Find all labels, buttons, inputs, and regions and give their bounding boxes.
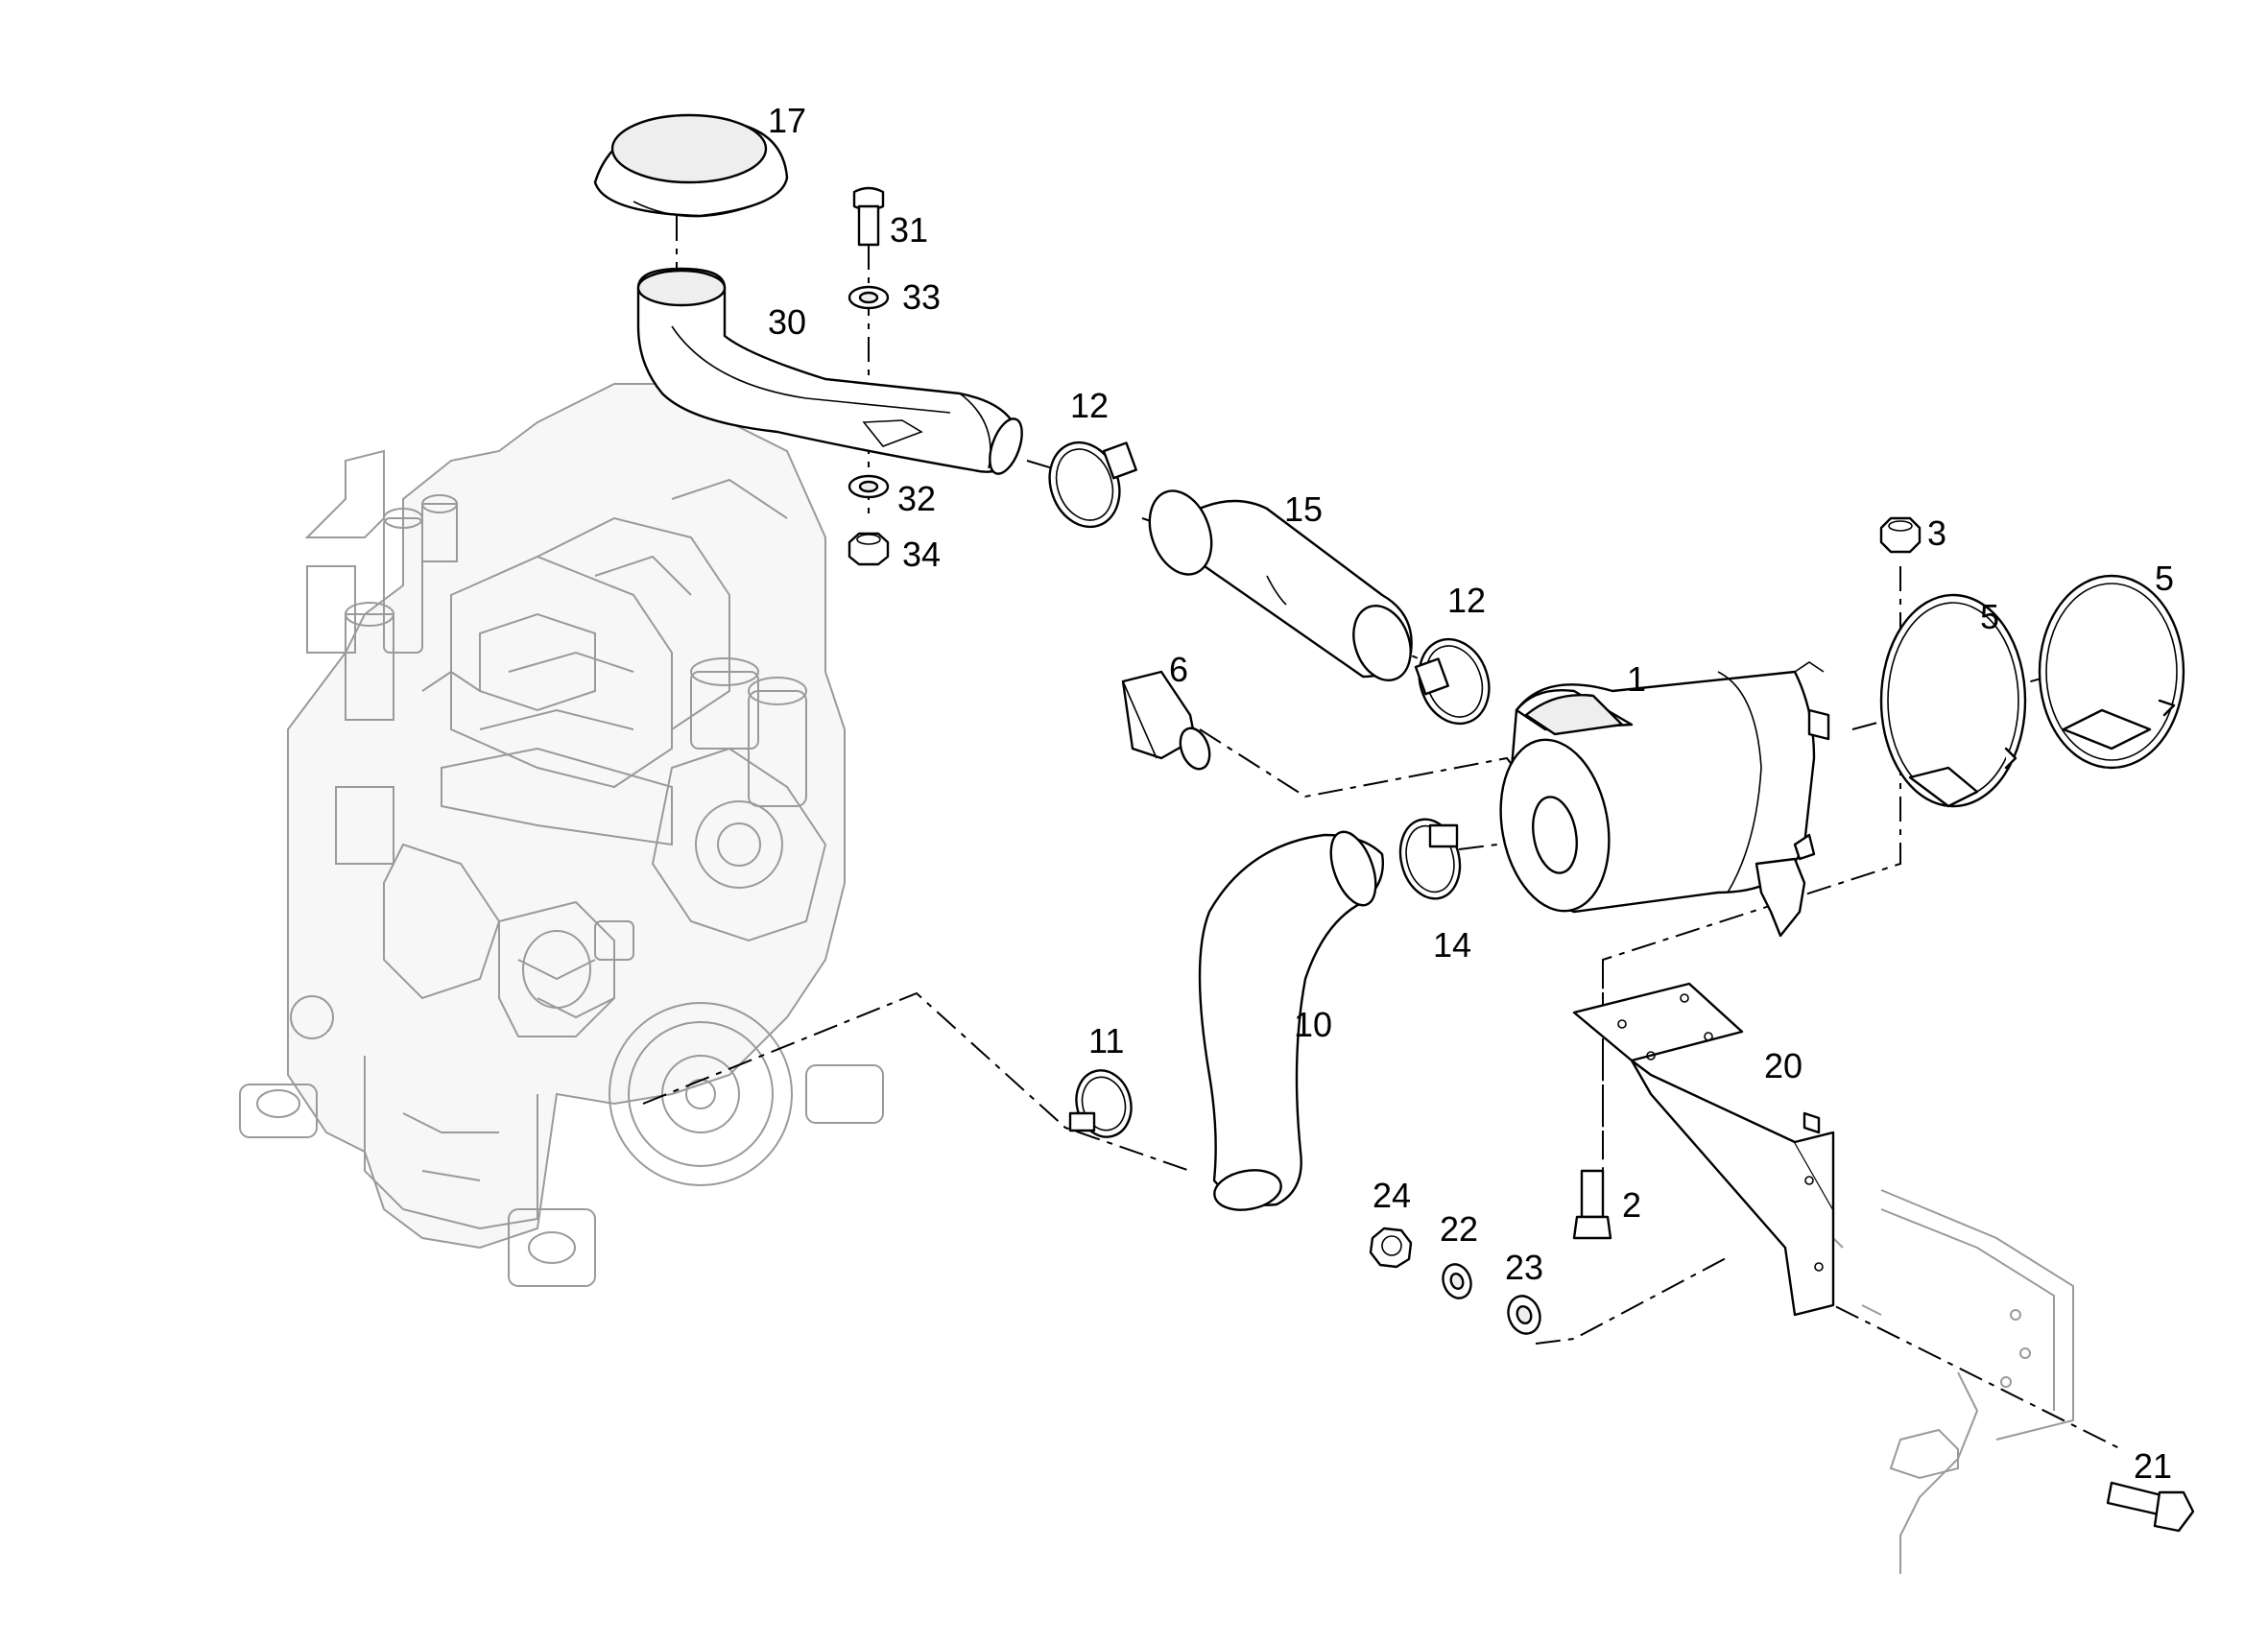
air-filter-housing-1 — [1499, 661, 1830, 938]
chassis-frame-background — [1823, 1189, 2074, 1574]
callout-5-inner: 5 — [1980, 597, 1999, 636]
callout-10: 10 — [1294, 1005, 1332, 1044]
intake-hose-15 — [1148, 489, 1413, 681]
hose-clamp-12-lower — [1414, 637, 1491, 726]
engine-block-background — [239, 383, 884, 1287]
callout-5-outer: 5 — [2155, 559, 2174, 598]
callout-11: 11 — [1088, 1021, 1124, 1060]
callout-12-lower: 12 — [1447, 581, 1486, 620]
intake-elbow-pipe — [636, 267, 1023, 475]
lower-hose-10 — [1198, 830, 1384, 1211]
assembly-leader-lines — [642, 216, 2122, 1450]
hose-clamp-14 — [1398, 818, 1462, 900]
washer-23 — [1507, 1295, 1541, 1335]
callout-17: 17 — [768, 101, 806, 140]
hose-clamp-12-upper — [1048, 441, 1137, 529]
washer-32 — [848, 474, 890, 499]
mounting-band-5-inner — [1879, 593, 2027, 808]
callout-labels: 1 2 3 5 5 6 10 11 12 12 14 15 17 20 21 2… — [768, 101, 2174, 1486]
callout-2: 2 — [1622, 1185, 1641, 1225]
nut-3 — [1879, 516, 1922, 554]
callout-24: 24 — [1373, 1176, 1411, 1215]
callout-1: 1 — [1627, 659, 1646, 699]
washer-22 — [1442, 1263, 1472, 1299]
callout-31: 31 — [890, 210, 928, 250]
callout-22: 22 — [1440, 1209, 1478, 1249]
callout-33: 33 — [902, 277, 941, 317]
rain-cap — [593, 113, 789, 230]
bolt-31 — [852, 186, 885, 247]
callout-6: 6 — [1169, 650, 1188, 689]
callout-23: 23 — [1505, 1248, 1543, 1287]
washer-33 — [848, 285, 890, 310]
callout-21: 21 — [2134, 1446, 2172, 1486]
service-indicator-6 — [1121, 670, 1211, 771]
hose-clamp-11 — [1068, 1069, 1133, 1138]
callout-30: 30 — [768, 302, 806, 342]
callout-14: 14 — [1433, 925, 1471, 965]
callout-32: 32 — [897, 479, 936, 518]
callout-3: 3 — [1927, 513, 1946, 553]
mounting-bracket-20 — [1572, 982, 1835, 1317]
bolt-21 — [2106, 1481, 2195, 1533]
bolt-2 — [1572, 1169, 1612, 1240]
mounting-band-5-outer — [2038, 574, 2185, 770]
callout-15: 15 — [1284, 489, 1323, 529]
callout-34: 34 — [902, 535, 941, 574]
callout-20: 20 — [1764, 1046, 1802, 1085]
nut-24 — [1369, 1227, 1413, 1269]
nut-34 — [848, 532, 890, 566]
callout-12-upper: 12 — [1070, 386, 1109, 425]
